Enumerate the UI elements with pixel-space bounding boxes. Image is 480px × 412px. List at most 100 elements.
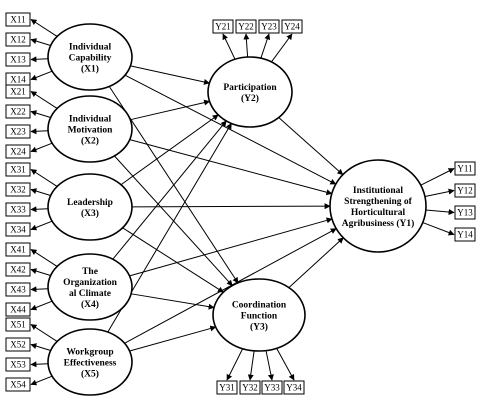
construct-label-line: (X5) xyxy=(81,369,99,380)
construct-label-line: Function xyxy=(241,312,278,322)
indicator-x52: X52 xyxy=(5,337,31,352)
indicator-x23: X23 xyxy=(5,124,31,139)
indicator-label: X14 xyxy=(10,75,26,85)
construct-label-line: (X1) xyxy=(81,64,99,75)
indicator-x12: X12 xyxy=(5,32,31,47)
indicator-x41: X41 xyxy=(5,242,31,257)
path-x1-to-y1 xyxy=(124,74,337,185)
indicator-label: X24 xyxy=(10,147,26,157)
loading-x4-x41 xyxy=(30,249,58,267)
path-x4-to-y1 xyxy=(129,217,333,277)
indicator-y24: Y24 xyxy=(281,19,303,34)
construct-label-line: Workgroup xyxy=(66,348,113,358)
indicator-label: Y31 xyxy=(219,383,235,393)
path-x3-to-y2 xyxy=(120,114,219,186)
path-x3-to-y3 xyxy=(122,227,224,293)
construct-label-line: Capability xyxy=(69,54,112,64)
indicator-x54: X54 xyxy=(5,377,31,392)
loading-y2-y21 xyxy=(222,33,236,60)
indicator-label: X31 xyxy=(10,165,26,175)
indicator-label: Y24 xyxy=(284,22,300,32)
loading-x5-x53 xyxy=(30,361,49,368)
indicator-x22: X22 xyxy=(5,104,31,119)
construct-label-line: (X2) xyxy=(81,136,99,147)
path-x2-to-y2 xyxy=(130,99,211,121)
loading-x3-x34 xyxy=(30,220,53,231)
construct-label-line: Coordination xyxy=(232,301,287,311)
indicator-label: X52 xyxy=(10,340,26,350)
loading-y3-y31 xyxy=(226,348,244,381)
loading-y3-y33 xyxy=(265,350,274,381)
construct-label-line: Participation xyxy=(223,83,277,93)
indicator-x42: X42 xyxy=(5,262,31,277)
indicator-label: X54 xyxy=(10,380,26,390)
indicator-y33: Y33 xyxy=(261,380,283,395)
indicator-y23: Y23 xyxy=(258,19,280,34)
loading-y3-y32 xyxy=(247,350,255,381)
construct-label-line: (X3) xyxy=(81,208,99,219)
indicator-x53: X53 xyxy=(5,357,31,372)
indicator-label: X43 xyxy=(10,285,26,295)
construct-label-line: al Climate xyxy=(69,289,111,299)
path-x4-to-y2 xyxy=(112,120,227,260)
path-x5-to-y3 xyxy=(129,325,217,352)
construct-label-line: Horticultural xyxy=(351,208,406,218)
construct-label-line: Individual xyxy=(69,43,112,53)
indicator-label: Y23 xyxy=(261,22,277,32)
construct-label-line: Strengthening of xyxy=(344,197,412,207)
construct-label-line: Agribusiness (Y1) xyxy=(342,218,415,229)
loading-x3-x33 xyxy=(30,206,49,213)
path-x4-to-y3 xyxy=(131,293,215,310)
indicator-x32: X32 xyxy=(5,182,31,197)
indicator-label: X51 xyxy=(10,320,26,330)
loading-x2-x23 xyxy=(30,128,49,135)
loading-y1-y13 xyxy=(425,209,455,216)
loading-x4-x43 xyxy=(30,286,49,293)
indicator-label: X53 xyxy=(10,360,26,370)
loading-x1-x11 xyxy=(30,19,58,37)
indicator-label: X23 xyxy=(10,127,26,137)
indicator-y22: Y22 xyxy=(235,19,257,34)
indicator-x11: X11 xyxy=(5,12,31,27)
loading-x5-x52 xyxy=(30,343,51,351)
loading-x1-x12 xyxy=(30,38,51,46)
loading-x1-x13 xyxy=(30,56,49,63)
indicator-x33: X33 xyxy=(5,202,31,217)
loading-x2-x22 xyxy=(30,110,51,118)
indicator-y11: Y11 xyxy=(454,161,476,176)
indicator-label: Y34 xyxy=(286,383,302,393)
indicator-x51: X51 xyxy=(5,317,31,332)
indicator-label: X11 xyxy=(10,15,25,25)
indicator-label: X32 xyxy=(10,185,26,195)
indicator-label: X33 xyxy=(10,205,26,215)
loading-x4-x44 xyxy=(30,300,53,311)
indicator-x24: X24 xyxy=(5,144,31,159)
indicator-x43: X43 xyxy=(5,282,31,297)
path-y3-to-y1 xyxy=(288,237,344,288)
construct-label-line: Effectiveness xyxy=(64,359,117,369)
indicator-y31: Y31 xyxy=(216,380,238,395)
loading-x2-x24 xyxy=(30,142,53,153)
indicator-label: X34 xyxy=(10,225,26,235)
indicator-label: X21 xyxy=(10,87,26,97)
indicator-label: Y13 xyxy=(457,208,473,218)
indicator-y21: Y21 xyxy=(212,19,234,34)
indicator-y13: Y13 xyxy=(454,205,476,220)
indicator-x14: X14 xyxy=(5,72,31,87)
indicator-label: X41 xyxy=(10,245,26,255)
indicator-label: X44 xyxy=(10,305,26,315)
path-x1-to-y2 xyxy=(130,65,210,85)
construct-y2: Participation(Y2) xyxy=(207,56,293,128)
loading-y1-y11 xyxy=(420,168,455,186)
construct-label-line: (Y2) xyxy=(241,93,259,104)
indicator-label: X22 xyxy=(10,107,26,117)
indicator-label: Y14 xyxy=(457,230,473,240)
